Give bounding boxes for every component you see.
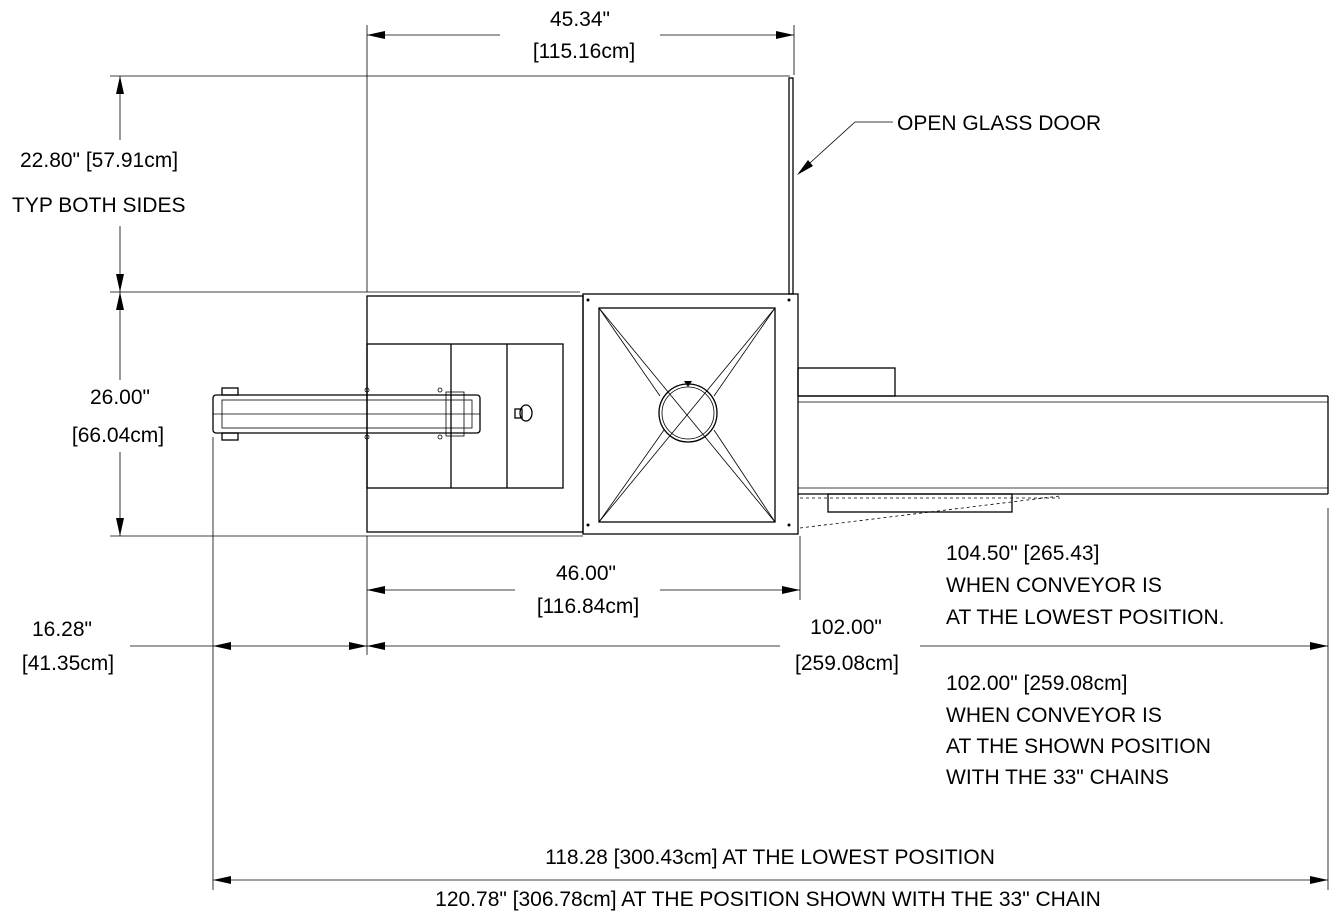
svg-text:AT THE LOWEST POSITION.: AT THE LOWEST POSITION.	[946, 606, 1225, 629]
svg-text:WHEN CONVEYOR IS: WHEN CONVEYOR IS	[946, 704, 1162, 727]
machine-outline	[212, 77, 1329, 535]
outlet-circle	[658, 383, 718, 443]
extended-shuttle	[212, 387, 481, 441]
door-depth-note: TYP BOTH SIDES	[12, 194, 186, 217]
glass-door	[788, 77, 794, 295]
svg-text:AT THE SHOWN POSITION: AT THE SHOWN POSITION	[946, 735, 1211, 758]
door-depth-value: 22.80" [57.91cm]	[20, 149, 178, 172]
dimension-lines	[110, 25, 1329, 890]
open-door-label: OPEN GLASS DOOR	[897, 112, 1101, 135]
conveyor-length-inches: 102.00"	[810, 616, 882, 639]
body-depth-cm: [66.04cm]	[72, 424, 164, 447]
top-width-cm: [115.16cm]	[533, 40, 635, 63]
motor-box	[797, 367, 896, 397]
svg-text:WHEN CONVEYOR IS: WHEN CONVEYOR IS	[946, 574, 1162, 597]
body-depth-inches: 26.00"	[90, 386, 150, 409]
body-width-inches: 46.00"	[556, 562, 616, 585]
conveyor-length-cm: [259.08cm]	[795, 652, 899, 675]
overall-shown-label: 120.78" [306.78cm] AT THE POSITION SHOWN…	[435, 888, 1101, 911]
svg-text:104.50" [265.43]: 104.50" [265.43]	[946, 542, 1099, 565]
left-offset-cm: [41.35cm]	[22, 652, 114, 675]
hopper-inner	[598, 307, 776, 523]
svg-text:WITH THE 33" CHAINS: WITH THE 33" CHAINS	[946, 766, 1169, 789]
lowest-position-note: 104.50" [265.43] WHEN CONVEYOR IS AT THE…	[946, 542, 1225, 629]
overall-lowest-label: 118.28 [300.43cm] AT THE LOWEST POSITION	[545, 846, 995, 869]
hopper-frame	[582, 293, 799, 535]
left-offset-inches: 16.28"	[32, 618, 92, 641]
svg-text:102.00" [259.08cm]: 102.00" [259.08cm]	[946, 672, 1127, 695]
top-width-inches: 45.34"	[550, 8, 610, 31]
inner-panel	[366, 343, 564, 489]
conveyor	[798, 395, 1329, 529]
shown-position-note: 102.00" [259.08cm] WHEN CONVEYOR IS AT T…	[946, 672, 1211, 789]
body-width-cm: [116.84cm]	[537, 595, 639, 618]
knob-icon	[514, 404, 533, 422]
